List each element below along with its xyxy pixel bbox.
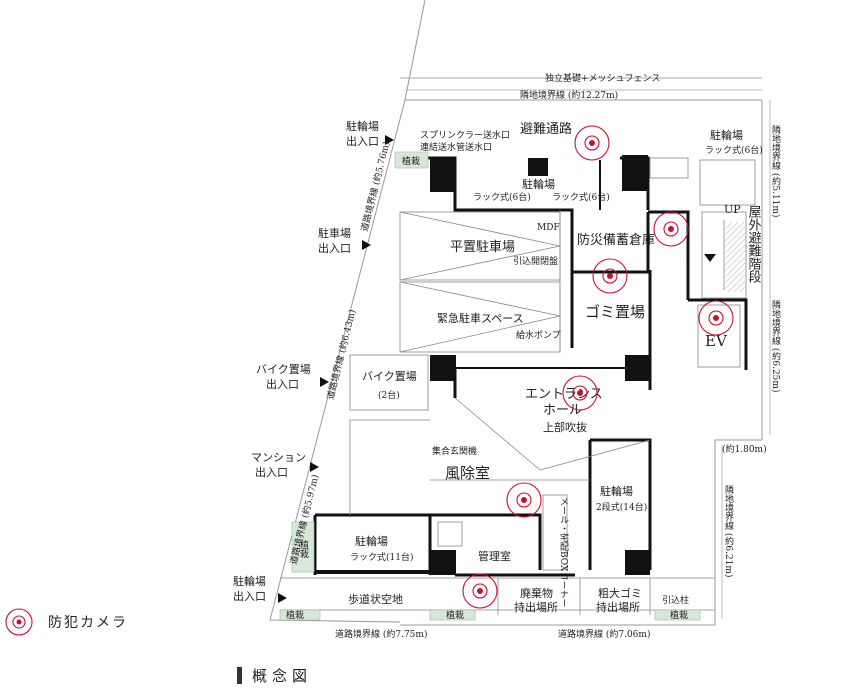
site-boundary [269,0,771,626]
management-label: 管理室 [478,549,511,563]
right-boundary-2: 隣地境界線 (約6.25m) [770,299,781,393]
waste-area-1: 廃棄物 [520,586,553,600]
entrance-bike-2: 出入口 [266,377,299,391]
security-camera-icon [462,573,498,609]
bulky-waste-2: 持出場所 [596,600,640,614]
structural-columns [430,155,650,575]
mdf-label: MDF [537,223,560,233]
entrance-parking-1: 駐車場 [318,226,351,240]
right-boundary-1: 隣地境界線 (約5.11m) [770,124,781,218]
security-camera-icon [506,482,542,518]
sprinkler-label: スプリンクラー送水口 [420,129,510,141]
rack-b-label: ラック式(6台) [552,191,610,203]
emergency-parking-label: 緊急駐車スペース [437,311,524,325]
right-labels: 隣地境界線 (約5.11m) 隣地境界線 (約6.25m) (約1.80m) 隣… [722,124,781,578]
planters [279,151,701,621]
service-pole-label: 引込柱 [662,594,689,606]
top-labels: 独立基礎+メッシュフェンス 隣地境界線 (約12.27m) [520,72,660,101]
rack-a-label: ラック式(6台) [473,191,531,203]
pump-label: 給水ポンプ [516,329,561,341]
left-labels: 道路境界線 (約5.76m) 道路境界線 (約6.43m) 道路境界線 (約5.… [287,140,392,566]
bicycle-rack-11-2: ラック式(11台) [350,551,413,563]
legend: 防犯カメラ [4,607,128,637]
entrance-arrows [278,135,394,603]
evacuation-label: 避難通路 [520,121,572,137]
planter-label-bottom-1: 植栽 [286,609,304,621]
security-camera-icon [5,608,33,636]
bicycle-two-tier-1: 駐輪場 [600,484,633,498]
entrance-parking-2: 出入口 [318,241,351,255]
caption-bar [237,667,242,684]
top-boundary-label: 隣地境界線 (約12.27m) [520,89,618,101]
fence-label: 独立基礎+メッシュフェンス [545,72,660,84]
entrance-bike-1: バイク置場 [256,363,311,376]
road-boundary-bottom-left: 道路境界線 (約7.75m) [335,628,427,640]
bicycle-rack-11-1: 駐輪場 [355,534,388,548]
bike-storage-1: バイク置場 [362,370,417,383]
up-arrow-icon [704,254,716,262]
entrance-bicycle-top-2: 出入口 [346,134,379,148]
bottom-labels: 道路境界線 (約7.75m) 道路境界線 (約7.06m) [335,628,650,640]
up-label: UP [724,203,741,216]
bike-storage-2: (2台) [378,389,400,401]
security-camera-icon [562,375,598,411]
security-camera-icon [653,211,689,247]
caption: 概念図 [237,665,312,686]
mailbox-label: メール・宅配BOXコーナー [558,497,569,607]
entrance-hall-2: ホール [543,403,582,418]
planter-label-bottom-2: 植栽 [446,609,464,621]
planter-label-top: 植栽 [402,155,420,167]
bicycle-rack-right-1: 駐輪場 [710,128,743,142]
entrance-labels: 駐輪場 出入口 駐車場 出入口 バイク置場 出入口 マンション 出入口 駐輪場 … [233,119,379,603]
bulky-waste-1: 粗大ゴミ [598,586,642,600]
bicycle-center-label: 駐輪場 [522,177,555,191]
planter-label-left: 植栽 [298,539,309,558]
entrance-mansion-2: 出入口 [255,465,288,479]
entrance-mansion-1: マンション [251,451,306,464]
entrance-bicycle-top-1: 駐輪場 [346,119,379,133]
sidewalk-label: 歩道状空地 [348,592,403,606]
road-boundary-2: 道路境界線 (約6.43m) [324,308,358,401]
atrium-label: 上部吹抜 [543,420,587,434]
planter-label-bottom-3: 植栽 [670,609,688,621]
entrance-bicycle-bottom-2: 出入口 [233,589,266,603]
bicycle-two-tier-2: 2段式(14台) [596,501,647,513]
security-camera-icon [592,258,628,294]
legend-label: 防犯カメラ [48,615,128,631]
interior-lines [280,157,756,615]
right-boundary-3: 隣地境界線 (約6.21m) [723,484,734,578]
disaster-storage-label: 防災備蓄倉庫 [577,232,655,248]
waste-area-2: 持出場所 [514,600,558,614]
road-boundary-bottom-right: 道路境界線 (約7.06m) [558,628,650,640]
bicycle-rack-right-2: ラック式(6台) [705,144,763,156]
entrance-hall-1: エントランス [525,387,603,402]
vestibule-label: 風除室 [445,464,490,482]
entrance-bicycle-bottom-1: 駐輪場 [233,574,266,588]
security-camera-icon [574,125,610,161]
ev-label: EV [705,332,728,350]
standpipe-label: 連結送水管送水口 [420,141,492,153]
room-labels: スプリンクラー送水口 連結送水管送水口 植栽 避難通路 駐輪場 ラック式(6台)… [286,121,763,621]
switchboard-label: 引込開閉盤 [513,255,558,267]
road-boundary-1: 道路境界線 (約5.76m) [358,140,392,233]
intercom-label: 集合玄関機 [432,445,477,457]
stair-hatch [725,222,745,292]
caption-text: 概念図 [252,667,313,685]
garbage-label: ゴミ置場 [585,303,645,321]
gap-label: (約1.80m) [722,443,767,455]
security-cameras [462,125,734,609]
stairs-label: 屋外避難階段 [746,205,762,283]
parking-label: 平置駐車場 [450,240,515,255]
security-camera-icon [698,300,734,336]
